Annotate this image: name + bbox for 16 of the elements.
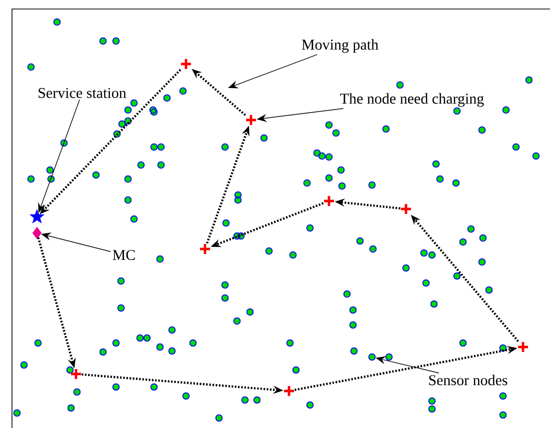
charging-node-cross xyxy=(516,340,530,354)
charging-node-cross xyxy=(282,384,296,398)
charging-node-cross xyxy=(198,242,212,256)
callout-text: Service station xyxy=(38,88,126,98)
sensor-node xyxy=(368,353,376,361)
charger-diamond xyxy=(32,226,42,240)
callout-text: MC xyxy=(112,250,135,260)
callout-text: Moving path xyxy=(302,39,378,53)
charging-node-cross xyxy=(400,202,412,216)
callout-text: The node need charging xyxy=(340,93,484,107)
service-station-star xyxy=(30,209,44,224)
charging-node-cross xyxy=(322,194,336,208)
charging-node-cross xyxy=(180,58,192,70)
charging-node-cross xyxy=(244,114,258,126)
charging-node-cross xyxy=(70,368,82,380)
callout-text: Sensor nodes xyxy=(429,374,508,386)
